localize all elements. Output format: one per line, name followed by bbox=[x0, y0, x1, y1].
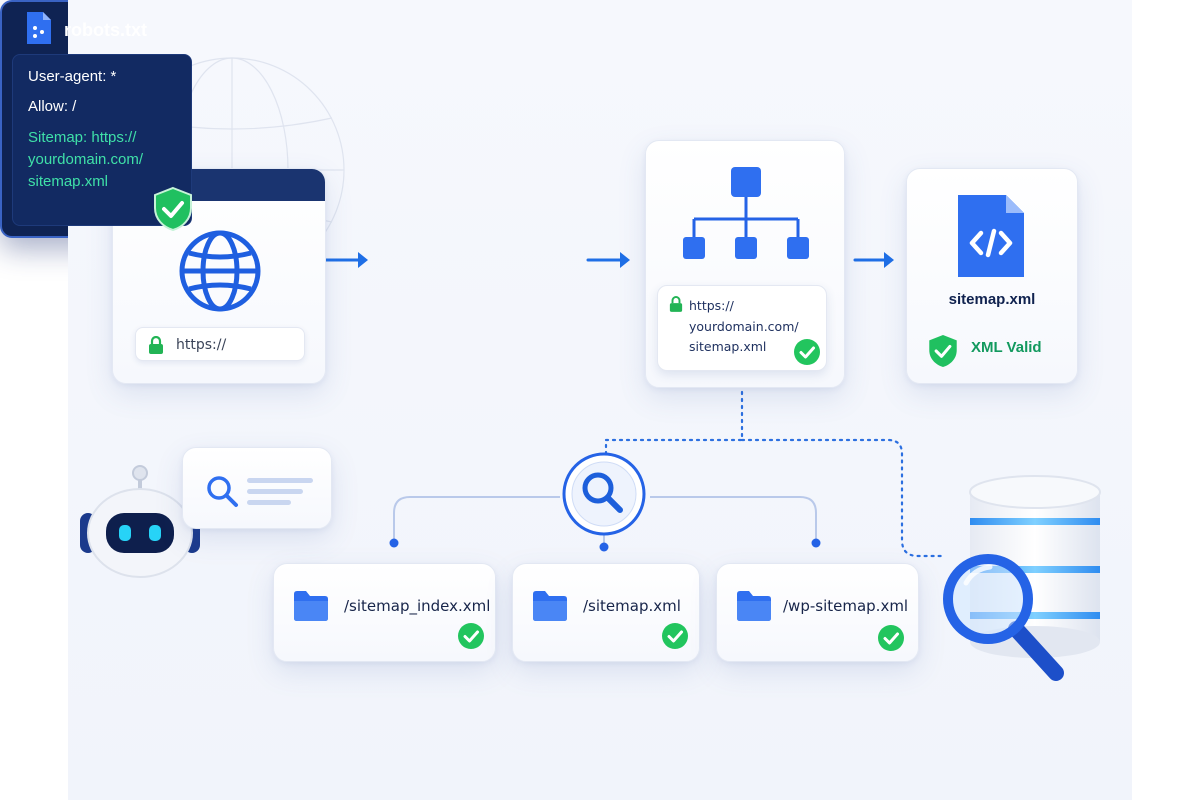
code-line-user-agent: User-agent: * bbox=[28, 68, 117, 85]
check-icon bbox=[662, 623, 688, 649]
magnifier-icon bbox=[943, 554, 1064, 681]
sitemap-url-line: yourdomain.com/ bbox=[689, 319, 799, 334]
search-result-lines bbox=[247, 478, 313, 505]
robots-txt-card: robots.txt User-agent: * Allow: / Sitema… bbox=[0, 0, 204, 238]
dotted-connector bbox=[604, 390, 946, 558]
arrow-right-icon bbox=[586, 252, 630, 268]
search-bubble bbox=[182, 447, 332, 529]
shield-check-icon bbox=[154, 186, 192, 232]
sitemap-url-line: sitemap.xml bbox=[689, 339, 767, 354]
shield-check-icon bbox=[929, 335, 957, 367]
search-icon bbox=[207, 476, 238, 507]
arrow-right-icon bbox=[324, 252, 368, 268]
sitemap-structure-card: https:// yourdomain.com/ sitemap.xml bbox=[645, 140, 845, 388]
check-icon bbox=[794, 339, 820, 365]
connector-node bbox=[811, 538, 821, 548]
code-line-sitemap-domain: yourdomain.com/ bbox=[28, 151, 144, 168]
path-card-sitemap[interactable]: /sitemap.xml bbox=[512, 563, 700, 662]
xml-valid-status: XML Valid bbox=[971, 339, 1042, 356]
path-label: /sitemap.xml bbox=[583, 597, 681, 615]
code-line-allow: Allow: / bbox=[28, 98, 77, 115]
path-label: /wp-sitemap.xml bbox=[783, 597, 909, 615]
sitemap-url-box: https:// yourdomain.com/ sitemap.xml bbox=[657, 285, 827, 371]
arrow-right-icon bbox=[853, 252, 894, 268]
diagram-canvas bbox=[68, 0, 1132, 800]
folder-icon bbox=[294, 591, 328, 621]
xml-file-icon bbox=[958, 195, 1024, 277]
path-label: /sitemap_index.xml bbox=[344, 597, 491, 615]
code-line-sitemap: Sitemap: https:// bbox=[28, 129, 137, 146]
address-bar[interactable]: https:// bbox=[135, 327, 305, 361]
search-icon bbox=[562, 452, 646, 536]
connector-node bbox=[599, 542, 609, 552]
sitemap-xml-card: sitemap.xml XML Valid bbox=[906, 168, 1078, 384]
lock-icon bbox=[669, 296, 683, 312]
path-card-wp-sitemap[interactable]: /wp-sitemap.xml bbox=[716, 563, 919, 662]
address-bar-url: https:// bbox=[176, 337, 227, 353]
lock-icon bbox=[149, 336, 163, 354]
folder-icon bbox=[533, 591, 567, 621]
check-icon bbox=[878, 625, 904, 651]
folder-icon bbox=[737, 591, 771, 621]
robots-filename: robots.txt bbox=[64, 20, 147, 40]
globe-icon bbox=[179, 230, 261, 312]
connector-node bbox=[389, 538, 399, 548]
sitemap-url-line: https:// bbox=[689, 298, 734, 313]
sitemap-tree-icon bbox=[683, 167, 809, 259]
xml-filename: sitemap.xml bbox=[948, 291, 1036, 308]
code-line-sitemap-path: sitemap.xml bbox=[28, 173, 109, 190]
check-icon bbox=[458, 623, 484, 649]
file-icon bbox=[27, 12, 51, 44]
path-card-sitemap-index[interactable]: /sitemap_index.xml bbox=[273, 563, 496, 662]
